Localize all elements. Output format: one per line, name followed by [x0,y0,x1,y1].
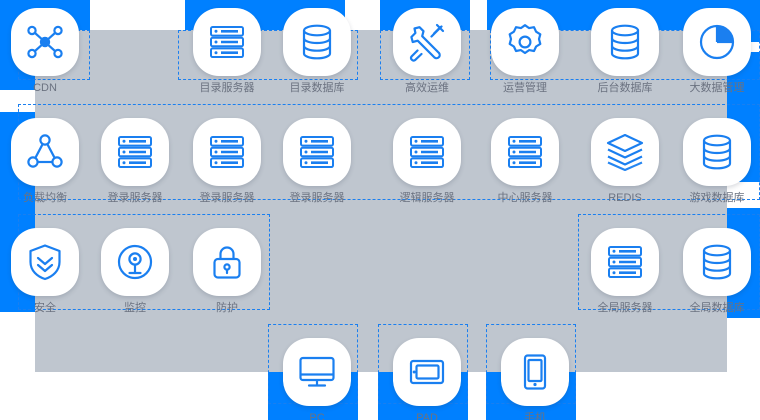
node-database-0-2[interactable]: 目录数据库 [280,8,354,95]
node-lock-2-2[interactable]: 防护 [190,228,264,315]
node-monitor-camera-2-1[interactable]: 监控 [98,228,172,315]
node-tablet-3-1[interactable]: PAD [390,338,464,420]
node-database-2-4[interactable]: 全局数据库 [680,228,754,315]
node-label: 安全 [34,302,56,314]
node-rack-server-1-1[interactable]: 登录服务器 [98,118,172,205]
node-cdn-network-0-0[interactable]: CDN [8,8,82,95]
tablet-icon [393,338,461,406]
node-database-0-5[interactable]: 后台数据库 [588,8,662,95]
node-label: 登录服务器 [107,192,163,204]
node-label: 防护 [216,302,238,314]
smartphone-icon [501,338,569,406]
node-label: 游戏数据库 [689,192,745,204]
node-label: 手机 [524,412,546,420]
node-label: REDIS [608,192,642,204]
node-rack-server-2-3[interactable]: 全局服务器 [588,228,662,315]
node-pie-chart-0-6[interactable]: 大数据管理 [680,8,754,95]
gray-backdrop-panel [35,30,727,372]
node-label: 运营管理 [503,82,547,94]
rack-server-icon [101,118,169,186]
layers-stack-icon [591,118,659,186]
gear-settings-icon [491,8,559,76]
lock-icon [193,228,261,296]
shield-check-icon [11,228,79,296]
node-label: CDN [33,82,57,94]
node-label: 目录服务器 [199,82,255,94]
node-desktop-monitor-3-0[interactable]: PC [280,338,354,420]
node-label: 高效运维 [405,82,449,94]
node-label: 逻辑服务器 [399,192,455,204]
monitor-camera-icon [101,228,169,296]
node-label: 目录数据库 [289,82,345,94]
desktop-monitor-icon [283,338,351,406]
cdn-network-icon [11,8,79,76]
rack-server-icon [193,118,261,186]
node-load-balancer-1-0[interactable]: 负载均衡 [8,118,82,205]
node-label: 全局服务器 [597,302,653,314]
rack-server-icon [591,228,659,296]
node-label: 负载均衡 [23,192,67,204]
node-database-1-7[interactable]: 游戏数据库 [680,118,754,205]
load-balancer-icon [11,118,79,186]
node-rack-server-1-3[interactable]: 登录服务器 [280,118,354,205]
rack-server-icon [491,118,559,186]
node-label: 中心服务器 [497,192,553,204]
node-rack-server-0-1[interactable]: 目录服务器 [190,8,264,95]
database-icon [683,118,751,186]
node-label: PC [309,412,325,420]
database-icon [591,8,659,76]
rack-server-icon [283,118,351,186]
node-tools-wrench-0-3[interactable]: 高效运维 [390,8,464,95]
node-label: 登录服务器 [289,192,345,204]
node-label: 后台数据库 [597,82,653,94]
node-rack-server-1-2[interactable]: 登录服务器 [190,118,264,205]
node-label: 大数据管理 [689,82,745,94]
rack-server-icon [193,8,261,76]
node-shield-check-2-0[interactable]: 安全 [8,228,82,315]
node-gear-settings-0-4[interactable]: 运营管理 [488,8,562,95]
node-label: 登录服务器 [199,192,255,204]
node-smartphone-3-2[interactable]: 手机 [498,338,572,420]
node-label: 全局数据库 [689,302,745,314]
tools-wrench-icon [393,8,461,76]
database-icon [683,228,751,296]
rack-server-icon [393,118,461,186]
pie-chart-icon [683,8,751,76]
node-layers-stack-1-6[interactable]: REDIS [588,118,662,205]
node-rack-server-1-4[interactable]: 逻辑服务器 [390,118,464,205]
node-rack-server-1-5[interactable]: 中心服务器 [488,118,562,205]
node-label: PAD [416,412,438,420]
node-label: 监控 [124,302,146,314]
database-icon [283,8,351,76]
